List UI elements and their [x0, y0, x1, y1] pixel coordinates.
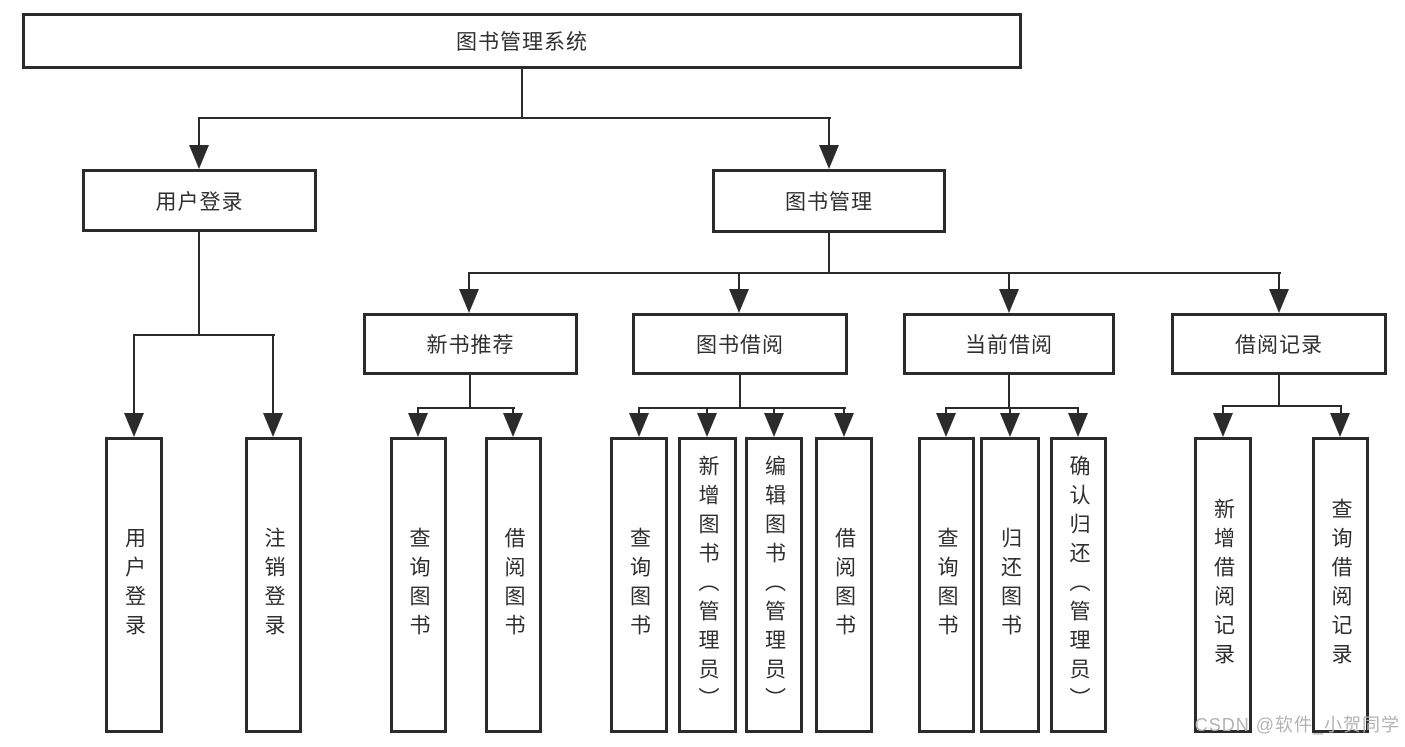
node-borrow-records: 借阅记录 — [1171, 313, 1387, 375]
leaf-confirm-return-admin: 确认归还（管理员） — [1050, 437, 1107, 733]
leaf-query-books: 查询图书 — [390, 437, 447, 733]
arrow-down-icon — [263, 413, 283, 437]
leaf-label: 注销登录 — [262, 527, 285, 643]
arrow-down-icon — [503, 413, 523, 437]
arrow-down-icon — [124, 413, 144, 437]
arrow-down-icon — [729, 289, 749, 313]
connector-line — [198, 117, 200, 150]
leaf-label: 查询图书 — [407, 527, 430, 643]
connector-line — [945, 407, 1079, 409]
leaf-label: 新增借阅记录 — [1211, 498, 1235, 672]
connector-line — [133, 334, 275, 336]
arrow-down-icon — [1269, 289, 1289, 313]
node-label: 图书管理 — [785, 191, 873, 214]
connector-line — [469, 375, 471, 409]
leaf-label: 借阅图书 — [832, 527, 856, 643]
connector-line — [521, 69, 523, 118]
leaf-label: 查询图书 — [627, 527, 651, 643]
leaf-return-books: 归还图书 — [980, 437, 1040, 733]
node-current-borrow: 当前借阅 — [903, 313, 1115, 375]
node-label: 图书借阅 — [696, 334, 784, 357]
arrow-down-icon — [819, 145, 839, 169]
leaf-label: 编辑图书（管理员） — [762, 454, 786, 716]
arrow-down-icon — [697, 413, 717, 437]
connector-line — [828, 117, 830, 150]
csdn-watermark: CSDN @软件_小贺同学 — [1194, 715, 1400, 735]
leaf-label: 查询图书 — [935, 527, 958, 643]
leaf-label: 借阅图书 — [502, 527, 525, 643]
arrow-down-icon — [936, 413, 956, 437]
connector-line — [1340, 405, 1342, 419]
arrow-down-icon — [834, 413, 854, 437]
node-label: 图书管理系统 — [456, 31, 588, 54]
connector-line — [1278, 375, 1280, 407]
leaf-query-books: 查询图书 — [918, 437, 975, 733]
arrow-down-icon — [1213, 413, 1233, 437]
arrow-down-icon — [1000, 413, 1020, 437]
connector-line — [468, 272, 1281, 274]
connector-line — [739, 375, 741, 409]
arrow-down-icon — [1068, 413, 1088, 437]
leaf-add-books-admin: 新增图书（管理员） — [678, 437, 737, 733]
node-label: 借阅记录 — [1235, 334, 1323, 357]
leaf-user-login: 用户登录 — [105, 437, 163, 733]
arrow-down-icon — [189, 145, 209, 169]
connector-line — [1008, 375, 1010, 409]
connector-line — [1222, 405, 1224, 419]
leaf-label: 确认归还（管理员） — [1067, 454, 1090, 716]
leaf-logout-login: 注销登录 — [245, 437, 302, 733]
connector-line — [1278, 272, 1280, 298]
leaf-borrow-books: 借阅图书 — [815, 437, 873, 733]
connector-line — [198, 117, 831, 119]
leaf-add-borrow-record: 新增借阅记录 — [1194, 437, 1252, 733]
connector-line — [738, 272, 740, 298]
connector-line — [272, 334, 274, 416]
leaf-borrow-books: 借阅图书 — [485, 437, 542, 733]
connector-line — [198, 232, 200, 336]
leaf-edit-books-admin: 编辑图书（管理员） — [745, 437, 803, 733]
arrow-down-icon — [764, 413, 784, 437]
arrow-down-icon — [1330, 413, 1350, 437]
node-library-management-system: 图书管理系统 — [22, 13, 1022, 69]
node-book-management: 图书管理 — [712, 169, 946, 233]
node-user-login: 用户登录 — [82, 169, 317, 232]
leaf-label: 用户登录 — [122, 527, 146, 643]
connector-line — [133, 334, 135, 416]
leaf-query-borrow-record: 查询借阅记录 — [1312, 437, 1369, 733]
leaf-query-books: 查询图书 — [610, 437, 668, 733]
leaf-label: 新增图书（管理员） — [696, 454, 719, 716]
arrow-down-icon — [408, 413, 428, 437]
connector-line — [1008, 272, 1010, 298]
connector-line — [417, 407, 515, 409]
arrow-down-icon — [629, 413, 649, 437]
connector-line — [468, 272, 470, 298]
connector-line — [1222, 405, 1342, 407]
node-label: 当前借阅 — [965, 334, 1053, 357]
node-label: 用户登录 — [155, 190, 244, 214]
connector-line — [828, 233, 830, 274]
connector-line — [638, 407, 846, 409]
node-new-book-recommend: 新书推荐 — [363, 313, 578, 375]
leaf-label: 查询借阅记录 — [1329, 498, 1352, 672]
node-book-borrow: 图书借阅 — [632, 313, 848, 375]
leaf-label: 归还图书 — [998, 527, 1022, 643]
arrow-down-icon — [459, 289, 479, 313]
arrow-down-icon — [999, 289, 1019, 313]
node-label: 新书推荐 — [426, 334, 515, 357]
